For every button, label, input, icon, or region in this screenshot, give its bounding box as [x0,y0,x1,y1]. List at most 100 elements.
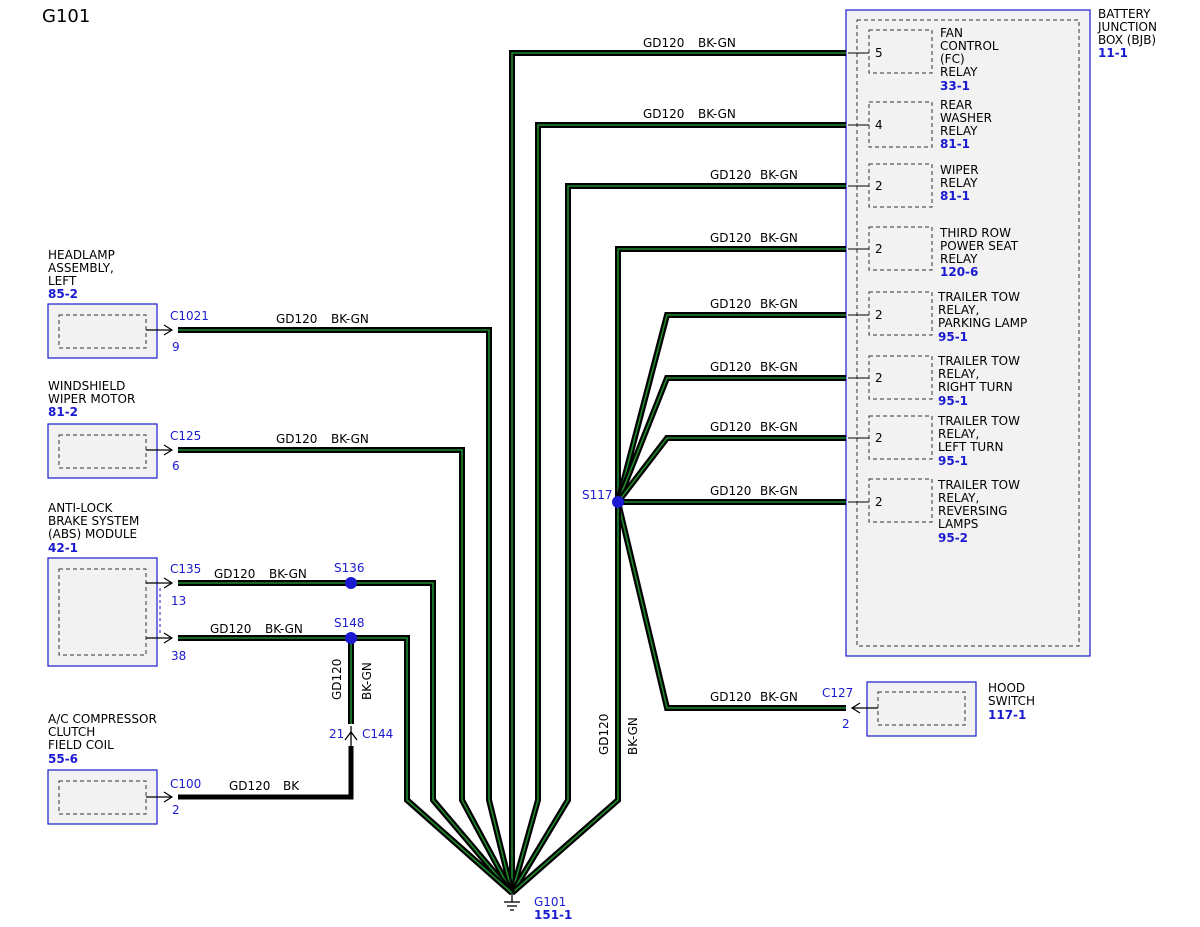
bjb-name-3: BOX (BJB) [1098,33,1156,47]
wires [178,50,846,896]
splice-s117 [612,496,624,508]
pin-label: 13 [171,594,186,608]
relay-name: RELAY [940,252,978,266]
wire-circuit-label: GD120 [214,567,255,581]
wire-color-label: BK [283,779,300,793]
relay-name: TRAILER TOW [937,478,1020,492]
relay-box [868,29,933,74]
splice-label: S136 [334,561,365,575]
wire-color-label: BK-GN [760,484,798,498]
component-name: FIELD COIL [48,738,114,752]
abs-module: ANTI-LOCK BRAKE SYSTEM (ABS) MODULE 42-1… [47,501,201,667]
relay-ref: 95-1 [938,330,968,344]
relay-ref: 95-1 [938,454,968,468]
relay-pin: 2 [875,308,883,322]
inline-connector-c144: C144 21 [329,726,393,746]
wire-circuit-label: GD120 [710,231,751,245]
wire-color-label: BK-GN [360,662,374,700]
relay-name: POWER SEAT [940,239,1019,253]
relay-name: FAN [940,26,963,40]
relay-name: TRAILER TOW [937,290,1020,304]
wire-color-label: BK-GN [760,231,798,245]
component-name: ASSEMBLY, [48,261,114,275]
wire-circuit-label: GD120 [710,690,751,704]
relay-box [868,163,933,208]
component-ref: 85-2 [48,287,78,301]
wire-circuit-label: GD120 [710,360,751,374]
wire-circuit-label: GD120 [710,297,751,311]
ac-compressor-clutch-field-coil: A/C COMPRESSOR CLUTCH FIELD COIL 55-6 C1… [47,712,201,825]
wire-circuit-label: GD120 [710,168,751,182]
relay-name: REVERSING [938,504,1007,518]
relay-name: LEFT TURN [938,440,1004,454]
relay-pin: 5 [875,46,883,60]
component-ref: 117-1 [988,708,1026,722]
wire-color-label: BK-GN [760,420,798,434]
relay-fan-control: 5 FAN CONTROL (FC) RELAY 33-1 [848,26,999,93]
relay-name: RELAY, [938,367,979,381]
wire-labels: GD120 BK-GN GD120 BK-GN GD120 BK-GN GD12… [210,36,798,793]
splice-label: S117 [582,488,613,502]
relay-name: CONTROL [940,39,999,53]
wire-color-label: BK-GN [331,432,369,446]
relay-box [868,291,933,336]
connector-arrow-icon [146,577,174,589]
windshield-wiper-motor: WINDSHIELD WIPER MOTOR 81-2 C125 6 [47,379,201,479]
relay-name: WASHER [940,111,992,125]
component-inner [58,434,147,469]
relay-box [868,101,933,148]
connector-arrow-icon [850,702,878,714]
relay-trailer-tow-parking-lamp: 2 TRAILER TOW RELAY, PARKING LAMP 95-1 [848,290,1027,344]
relay-name: REAR [940,98,972,112]
relay-name: PARKING LAMP [938,316,1027,330]
component-name: HEADLAMP [48,248,115,262]
wire-circuit-label: GD120 [643,107,684,121]
relay-name: TRAILER TOW [937,354,1020,368]
ground-label: G101 [534,895,566,909]
wire-circuit-label: GD120 [276,432,317,446]
pin-label: 6 [172,459,180,473]
wire-color-label: BK-GN [626,717,640,755]
connector-arrow-icon [146,632,174,644]
component-ref: 55-6 [48,752,78,766]
splices: S117 S136 S148 [334,488,624,644]
wire-circuit-label: GD120 [330,659,344,700]
component-ref: 42-1 [48,541,78,555]
wire-color-label: BK-GN [760,168,798,182]
component-inner [58,568,147,656]
relay-box [868,226,933,271]
component-name: BRAKE SYSTEM [48,514,139,528]
relay-third-row-power-seat: 2 THIRD ROW POWER SEAT RELAY 120-6 [848,226,1019,279]
relay-ref: 95-1 [938,394,968,408]
relay-pin: 2 [875,371,883,385]
diagram-title: G101 [42,6,90,27]
wire-color-label: BK-GN [698,36,736,50]
wire-color-label: BK-GN [269,567,307,581]
relay-wiper: 2 WIPER RELAY 81-1 [848,163,979,208]
relay-ref: 120-6 [940,265,978,279]
component-ref: 81-2 [48,405,78,419]
wire-circuit-label: GD120 [710,484,751,498]
relay-rear-washer: 4 REAR WASHER RELAY 81-1 [848,98,992,151]
component-name: WINDSHIELD [48,379,125,393]
relay-ref: 81-1 [940,189,970,203]
relay-box [868,415,933,460]
connector-arrow-icon [146,444,174,456]
component-inner [58,314,147,349]
component-name: (ABS) MODULE [48,527,137,541]
bjb-ref: 11-1 [1098,46,1128,60]
relay-pin: 2 [875,179,883,193]
connector-label: C125 [170,429,201,443]
connector-label: C135 [170,562,201,576]
relay-trailer-tow-right-turn: 2 TRAILER TOW RELAY, RIGHT TURN 95-1 [848,354,1020,408]
relay-name: TRAILER TOW [937,414,1020,428]
component-name: ANTI-LOCK [48,501,113,515]
pin-label: 21 [329,727,344,741]
pin-label: 9 [172,340,180,354]
hood-switch: C127 2 HOOD SWITCH 117-1 [822,681,1035,737]
component-inner [877,691,966,726]
component-name: LEFT [48,274,77,288]
relay-pin: 2 [875,431,883,445]
relay-name: RELAY, [938,491,979,505]
